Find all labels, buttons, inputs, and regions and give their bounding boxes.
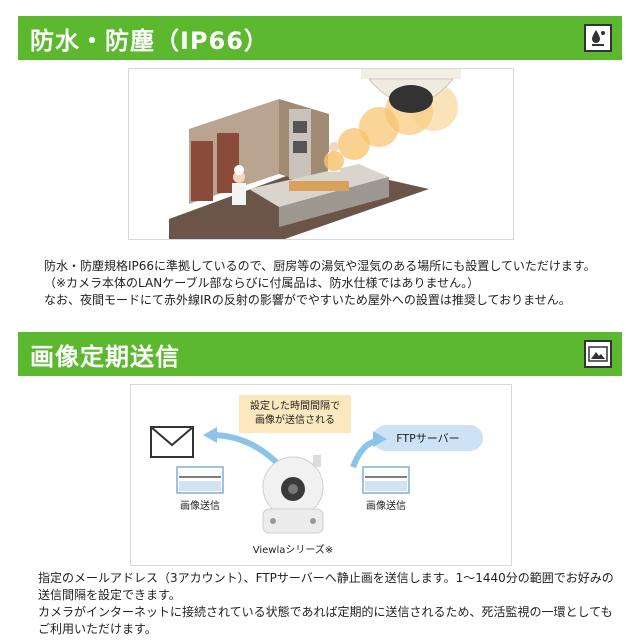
right-send-caption: 画像送信: [366, 501, 406, 512]
ftp-server-label: FTPサーバー: [373, 425, 483, 451]
image-thumbnail-icon: [362, 466, 410, 494]
note-line: 画像が送信される: [255, 415, 335, 426]
image-thumbnail-icon: [176, 466, 224, 494]
note-line: 設定した時間間隔で: [250, 401, 340, 412]
kitchen-illustration: [128, 68, 514, 240]
description-line: 防水・防塵規格IP66に準拠しているので、厨房等の湯気や湿気のある場所にも設置し…: [44, 259, 596, 273]
description-line: （※カメラ本体のLANケーブル部ならびに付属品は、防水仕様ではありません。）: [44, 276, 480, 290]
section1-description: 防水・防塵規格IP66に準拠しているので、厨房等の湯気や湿気のある場所にも設置し…: [44, 258, 614, 309]
section-header-image-send: 画像定期送信: [18, 332, 622, 376]
image-icon: [584, 340, 612, 368]
description-line: 指定のメールアドレス（3アカウント）、FTPサーバーへ静止画を送信します。1〜1…: [38, 571, 614, 602]
section-title: 画像定期送信: [30, 342, 180, 371]
section2-description: 指定のメールアドレス（3アカウント）、FTPサーバーへ静止画を送信します。1〜1…: [38, 570, 618, 638]
mail-icon: [150, 426, 194, 458]
left-send-caption: 画像送信: [180, 501, 220, 512]
interval-note: 設定した時間間隔で 画像が送信される: [239, 395, 351, 433]
camera-caption: Viewlaシリーズ※: [252, 545, 334, 556]
image-send-diagram: 設定した時間間隔で 画像が送信される FTPサーバー: [130, 384, 512, 566]
description-line: なお、夜間モードにて赤外線IRの反射の影響がでやすいため屋外への設置は推奨してお…: [44, 293, 571, 307]
camera-icon: [262, 455, 324, 534]
description-line: カメラがインターネットに接続されている状態であれば定期的に送信されるため、死活監…: [38, 605, 613, 636]
water-drop-icon: [584, 24, 612, 52]
section-header-waterproof: 防水・防塵（IP66）: [18, 16, 622, 60]
section-title: 防水・防塵（IP66）: [30, 26, 269, 55]
